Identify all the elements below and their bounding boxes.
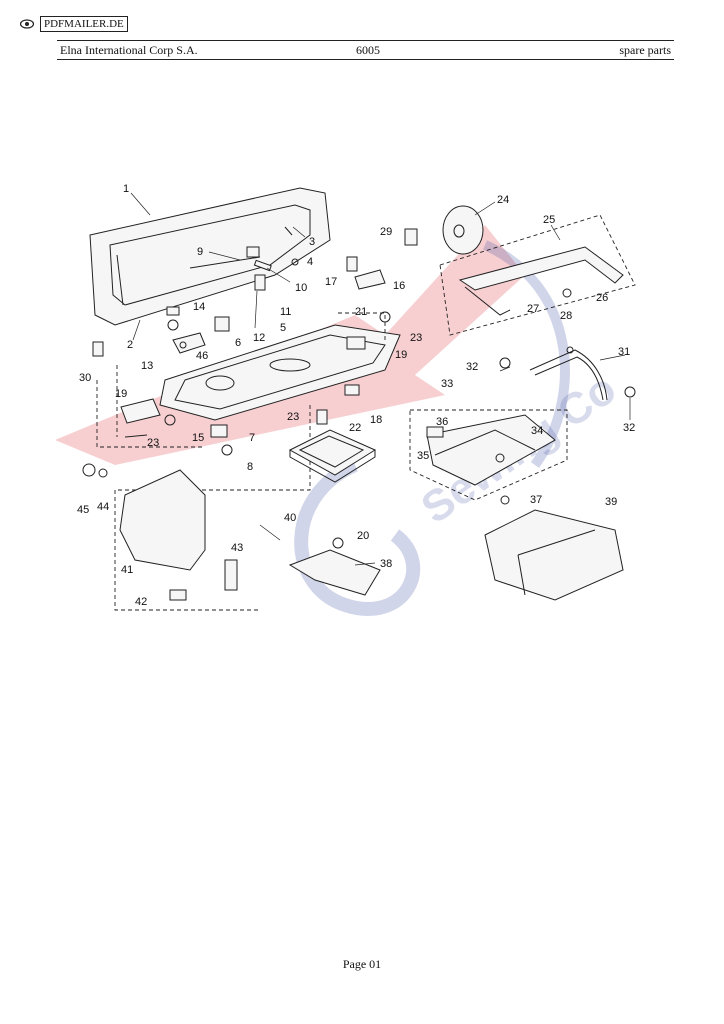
part-callouts: 1 2 3 4 5 6 7 8 9 10 11 12 13 14 15 16 1… <box>77 183 635 608</box>
badge-label: PDFMAILER.DE <box>40 16 128 32</box>
callout-19b: 19 <box>395 349 407 361</box>
callout-12: 12 <box>253 332 265 344</box>
callout-5: 5 <box>280 322 286 334</box>
callout-10: 10 <box>295 282 307 294</box>
callout-2: 2 <box>127 339 133 351</box>
callout-41: 41 <box>121 564 133 576</box>
part-carrying-case <box>484 509 624 601</box>
callout-20: 20 <box>357 530 369 542</box>
callout-31: 31 <box>618 346 630 358</box>
part-cover-panel <box>89 187 331 326</box>
callout-21: 21 <box>355 306 367 318</box>
callout-3: 3 <box>309 236 315 248</box>
callout-32a: 32 <box>466 361 478 373</box>
section-title: spare parts <box>619 43 671 57</box>
pdfmailer-badge: PDFMAILER.DE <box>20 16 128 32</box>
callout-42: 42 <box>135 596 147 608</box>
callout-35: 35 <box>417 450 429 462</box>
callout-9: 9 <box>197 246 203 258</box>
page-number: Page 01 <box>342 957 382 971</box>
part-drawer-assembly <box>409 409 568 505</box>
exploded-parts-diagram: Sewing Co <box>55 183 636 616</box>
callout-43: 43 <box>231 542 243 554</box>
part-rod-assembly <box>189 226 299 272</box>
callout-26: 26 <box>596 292 608 304</box>
callout-18: 18 <box>370 414 382 426</box>
callout-39: 39 <box>605 496 617 508</box>
callout-44: 44 <box>97 501 109 513</box>
part-fasteners-center <box>316 228 418 425</box>
callout-45: 45 <box>77 504 89 516</box>
callout-33: 33 <box>441 378 453 390</box>
callout-46: 46 <box>196 350 208 362</box>
model-number: 6005 <box>356 43 380 57</box>
callout-29: 29 <box>380 226 392 238</box>
callout-15: 15 <box>192 432 204 444</box>
part-bracket-plate <box>288 537 381 596</box>
callout-25: 25 <box>543 214 555 226</box>
part-base-plate <box>159 324 401 421</box>
part-accessory-tray <box>288 429 377 483</box>
part-arc-bracket <box>499 346 636 401</box>
callout-36: 36 <box>436 416 448 428</box>
leader-lines <box>130 192 631 566</box>
callout-11: 11 <box>280 306 291 318</box>
callout-7: 7 <box>249 432 255 444</box>
callout-32b: 32 <box>623 422 635 434</box>
callout-13: 13 <box>141 360 153 372</box>
callout-37: 37 <box>530 494 542 506</box>
document-header: Elna International Corp S.A. 6005 spare … <box>57 40 674 60</box>
callout-16: 16 <box>393 280 405 292</box>
company-name: Elna International Corp S.A. <box>60 43 198 57</box>
eye-icon <box>20 19 34 29</box>
callout-40: 40 <box>284 512 296 524</box>
callout-38: 38 <box>380 558 392 570</box>
callout-22: 22 <box>349 422 361 434</box>
callout-34: 34 <box>531 425 543 437</box>
callout-14: 14 <box>193 301 205 313</box>
part-fasteners-left <box>92 274 266 456</box>
callout-23b: 23 <box>287 411 299 423</box>
callout-23c: 23 <box>410 332 422 344</box>
callout-17: 17 <box>325 276 337 288</box>
callout-30: 30 <box>79 372 91 384</box>
part-upper-frame <box>439 214 636 336</box>
part-spool-disk <box>442 205 484 255</box>
callout-28: 28 <box>560 310 572 322</box>
callout-8: 8 <box>247 461 253 473</box>
callout-27: 27 <box>527 303 539 315</box>
callout-4: 4 <box>307 256 313 268</box>
part-side-cover <box>82 463 238 601</box>
callout-23a: 23 <box>147 437 159 449</box>
callout-6: 6 <box>235 337 241 349</box>
callout-24: 24 <box>497 194 509 206</box>
callout-19a: 19 <box>115 388 127 400</box>
callout-1: 1 <box>123 183 129 195</box>
